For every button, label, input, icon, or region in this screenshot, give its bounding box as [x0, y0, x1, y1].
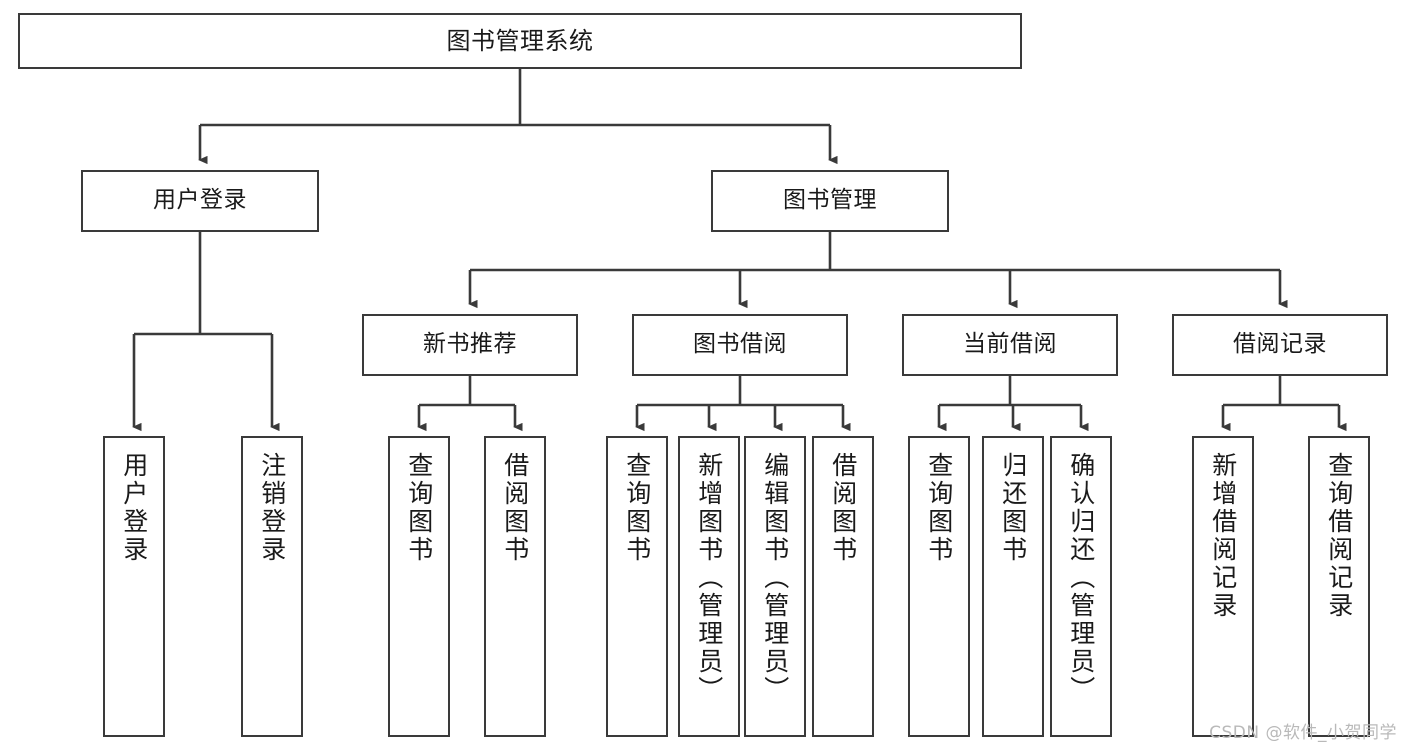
node-current-borrow-label: 当前借阅 — [963, 331, 1057, 358]
node-book-borrow[interactable]: 图书借阅 — [632, 314, 848, 376]
node-leaf-query-book-rec-label: 查询图书 — [404, 452, 434, 564]
node-leaf-edit-book-label: 编辑图书（管理员） — [760, 452, 790, 704]
node-user-login-label: 用户登录 — [153, 187, 247, 214]
node-leaf-query-record[interactable]: 查询借阅记录 — [1308, 436, 1370, 737]
node-leaf-query-record-label: 查询借阅记录 — [1324, 452, 1354, 620]
node-leaf-add-book[interactable]: 新增图书（管理员） — [678, 436, 740, 737]
node-leaf-user-login-label: 用户登录 — [119, 452, 149, 564]
node-user-login[interactable]: 用户登录 — [81, 170, 319, 232]
node-leaf-query-book-cur-label: 查询图书 — [924, 452, 954, 564]
node-leaf-confirm-return-label: 确认归还（管理员） — [1066, 452, 1096, 704]
node-book-borrow-label: 图书借阅 — [693, 331, 787, 358]
node-leaf-query-book-rec[interactable]: 查询图书 — [388, 436, 450, 737]
node-leaf-add-record[interactable]: 新增借阅记录 — [1192, 436, 1254, 737]
node-leaf-user-login[interactable]: 用户登录 — [103, 436, 165, 737]
node-leaf-add-book-label: 新增图书（管理员） — [694, 452, 724, 704]
node-root-label: 图书管理系统 — [446, 26, 594, 55]
node-new-book-rec-label: 新书推荐 — [423, 331, 517, 358]
node-book-manage-label: 图书管理 — [783, 187, 877, 214]
node-leaf-borrow-book-rec[interactable]: 借阅图书 — [484, 436, 546, 737]
node-leaf-query-book-borrow-label: 查询图书 — [622, 452, 652, 564]
csdn-watermark: CSDN @软件_小贺同学 — [1209, 723, 1397, 743]
node-leaf-return-book[interactable]: 归还图书 — [982, 436, 1044, 737]
node-leaf-edit-book[interactable]: 编辑图书（管理员） — [744, 436, 806, 737]
node-borrow-record-label: 借阅记录 — [1233, 331, 1327, 358]
node-borrow-record[interactable]: 借阅记录 — [1172, 314, 1388, 376]
node-leaf-user-logout-label: 注销登录 — [257, 452, 287, 564]
node-leaf-confirm-return[interactable]: 确认归还（管理员） — [1050, 436, 1112, 737]
node-new-book-rec[interactable]: 新书推荐 — [362, 314, 578, 376]
node-leaf-query-book-cur[interactable]: 查询图书 — [908, 436, 970, 737]
node-book-manage[interactable]: 图书管理 — [711, 170, 949, 232]
node-leaf-borrow-book[interactable]: 借阅图书 — [812, 436, 874, 737]
node-leaf-return-book-label: 归还图书 — [998, 452, 1028, 564]
node-leaf-borrow-book-rec-label: 借阅图书 — [500, 452, 530, 564]
node-leaf-borrow-book-label: 借阅图书 — [828, 452, 858, 564]
node-leaf-add-record-label: 新增借阅记录 — [1208, 452, 1238, 620]
node-current-borrow[interactable]: 当前借阅 — [902, 314, 1118, 376]
node-root[interactable]: 图书管理系统 — [18, 13, 1022, 69]
node-leaf-user-logout[interactable]: 注销登录 — [241, 436, 303, 737]
node-leaf-query-book-borrow[interactable]: 查询图书 — [606, 436, 668, 737]
